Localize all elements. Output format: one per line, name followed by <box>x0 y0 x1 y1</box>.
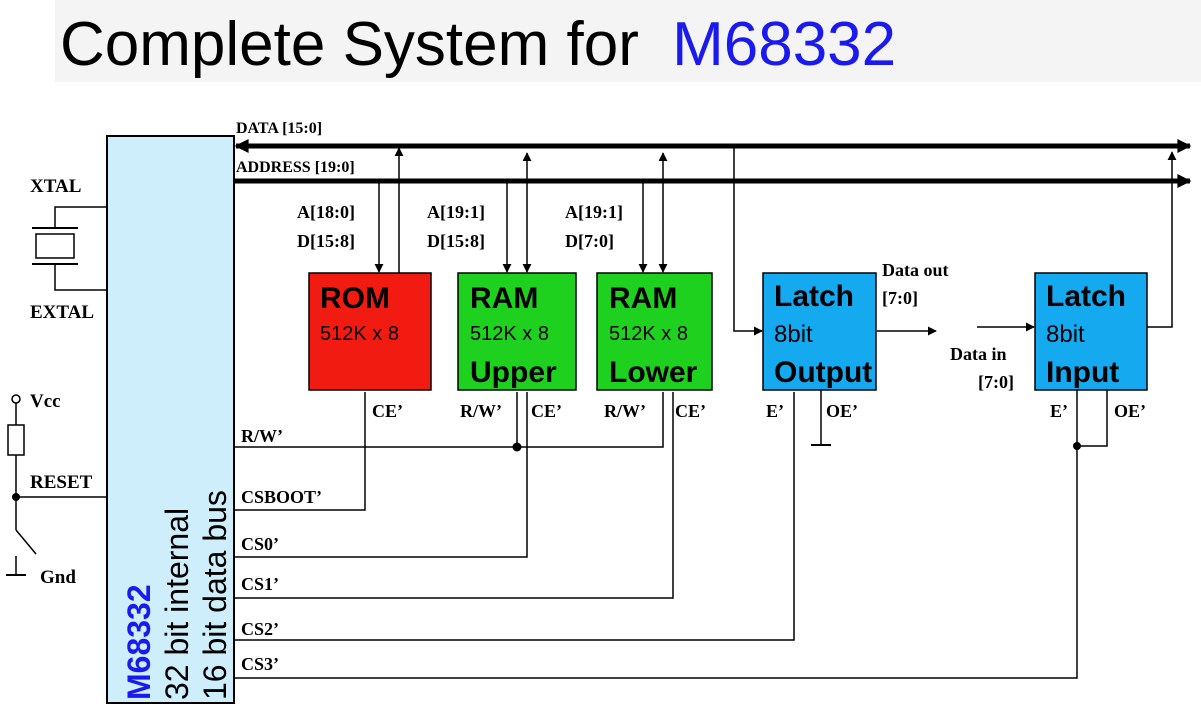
latch-input-mode: Input <box>1046 356 1119 389</box>
ram-upper-part: Upper <box>470 356 557 389</box>
data-out-range: [7:0] <box>882 288 918 308</box>
vcc-label: Vcc <box>30 391 61 412</box>
wire-cs1 <box>234 392 674 599</box>
rom-size: 512K x 8 <box>320 323 399 345</box>
latch-output-block <box>762 272 877 391</box>
data-in-range: [7:0] <box>978 372 1014 392</box>
wire-cs2 <box>234 392 795 641</box>
address-bus-label: ADDRESS [19:0] <box>236 159 355 176</box>
resistor-icon <box>7 424 25 456</box>
ram-upper-name: RAM <box>470 282 538 315</box>
cpu-block <box>106 135 235 704</box>
rw-junction-node <box>512 442 522 452</box>
signal-cs2-label: CS2’ <box>241 619 279 639</box>
reset-switch <box>15 529 37 555</box>
crystal-icon <box>35 233 75 259</box>
signal-cs0-label: CS0’ <box>241 534 279 554</box>
ram-lower-addr: A[19:1] <box>565 202 623 222</box>
latch-input-block <box>1034 272 1148 391</box>
signal-cs3-label: CS3’ <box>241 654 279 674</box>
ram-lower-name: RAM <box>609 282 677 315</box>
gnd-label: Gnd <box>40 567 76 588</box>
latch-output-name: Latch <box>774 280 854 313</box>
signal-csboot-label: CSBOOT’ <box>241 487 322 507</box>
rom-block <box>308 272 432 391</box>
data-out-label: Data out <box>882 260 949 280</box>
cpu-name: M68332 <box>121 584 157 700</box>
latch-output-width: 8bit <box>774 321 813 348</box>
crystal-wire-top <box>54 206 107 228</box>
title-prefix: Complete System for <box>60 10 639 79</box>
latch-input-e-label: E’ <box>1050 401 1068 421</box>
ram-lower-rw-label: R/W’ <box>604 401 646 421</box>
ram-upper-size: 512K x 8 <box>470 323 549 345</box>
ram-upper-data: D[15:8] <box>427 231 485 251</box>
rom-name: ROM <box>320 282 390 315</box>
ram-upper-block <box>457 272 577 391</box>
data-in-label: Data in <box>950 344 1007 364</box>
latch-input-width: 8bit <box>1046 321 1085 348</box>
data-bus-label: DATA [15:0] <box>236 120 322 137</box>
xtal-label: XTAL <box>30 176 81 197</box>
signal-cs1-label: CS1’ <box>241 574 279 594</box>
ram-upper-addr: A[19:1] <box>427 202 485 222</box>
latch-input-e-oe-tie <box>1076 390 1108 447</box>
ram-lower-data: D[7:0] <box>565 231 614 251</box>
wire-cs0 <box>234 392 528 558</box>
signal-rw-label: R/W’ <box>241 426 283 446</box>
reset-label: RESET <box>30 472 93 493</box>
title-highlight: M68332 <box>672 10 896 79</box>
wire-csboot <box>234 392 366 511</box>
wire-rw <box>234 392 664 448</box>
latch-output-e-label: E’ <box>766 401 784 421</box>
extal-label: EXTAL <box>30 302 94 323</box>
latch-input-to-data-bus-wire <box>1147 151 1177 328</box>
ram-lower-size: 512K x 8 <box>609 323 688 345</box>
title-band <box>55 0 1201 82</box>
latch-input-oe-label: OE’ <box>1114 401 1146 421</box>
crystal-wire-bottom <box>54 264 107 291</box>
rom-data: D[15:8] <box>297 231 355 251</box>
wire-cs3 <box>234 446 1078 679</box>
vcc-terminal <box>11 394 21 404</box>
latch-input-name: Latch <box>1046 280 1126 313</box>
latch-output-oe-label: OE’ <box>826 401 858 421</box>
cpu-line-1: 32 bit internal <box>159 508 195 700</box>
ram-lower-part: Lower <box>609 356 698 389</box>
ram-lower-ce-label: CE’ <box>675 401 706 421</box>
cpu-line-2: 16 bit data bus <box>197 490 233 700</box>
rom-addr: A[18:0] <box>297 202 355 222</box>
ram-lower-block <box>596 272 713 391</box>
rom-ce-label: CE’ <box>372 401 403 421</box>
latch-output-data-in-wire <box>733 148 763 336</box>
ram-upper-rw-label: R/W’ <box>460 401 502 421</box>
page-title: Complete System for M68332 <box>60 10 896 79</box>
ram-upper-ce-label: CE’ <box>531 401 562 421</box>
latch-output-mode: Output <box>774 356 872 389</box>
